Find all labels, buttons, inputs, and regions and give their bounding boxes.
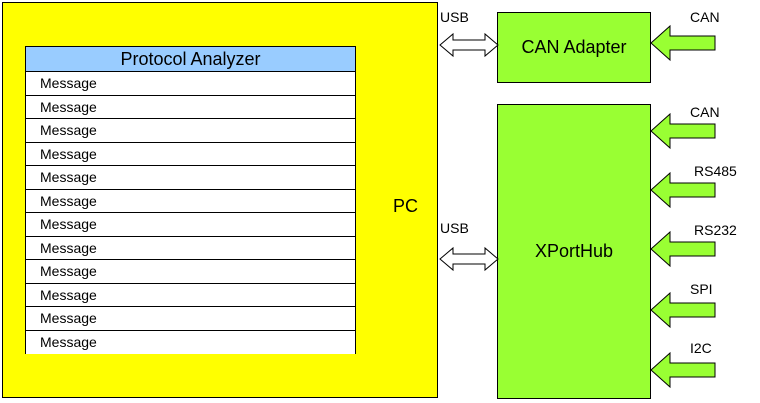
can-input-arrow-xporthub <box>650 112 716 150</box>
message-row: Message <box>26 260 355 284</box>
message-row: Message <box>26 166 355 190</box>
protocol-analyzer-title: Protocol Analyzer <box>26 47 355 72</box>
can-adapter-label: CAN Adapter <box>521 37 627 57</box>
usb-label-top: USB <box>440 9 469 25</box>
xporthub-input-label: RS485 <box>694 163 737 179</box>
can-adapter-input-label: CAN <box>690 9 720 25</box>
xporthub-input-label: CAN <box>690 104 720 120</box>
xporthub-input-label: SPI <box>690 281 713 297</box>
usb-label-bottom: USB <box>440 220 469 236</box>
message-row: Message <box>26 119 355 143</box>
message-row: Message <box>26 142 355 166</box>
xporthub-box: XPortHub <box>497 104 651 399</box>
message-row: Message <box>26 307 355 331</box>
message-row: Message <box>26 213 355 237</box>
message-row: Message <box>26 330 355 354</box>
usb-double-arrow-bottom <box>439 246 499 272</box>
xporthub-label: XPortHub <box>534 241 614 261</box>
i2c-input-arrow <box>650 351 716 389</box>
xporthub-input-label: I2C <box>690 340 712 356</box>
can-input-arrow <box>650 24 716 62</box>
can-adapter-box: CAN Adapter <box>497 12 651 83</box>
rs232-input-arrow <box>650 230 716 268</box>
rs485-input-arrow <box>650 171 716 209</box>
message-row: Message <box>26 95 355 119</box>
pc-label: PC <box>393 196 419 216</box>
usb-double-arrow-top <box>439 32 499 58</box>
message-row: Message <box>26 236 355 260</box>
message-row: Message <box>26 189 355 213</box>
spi-input-arrow <box>650 291 716 329</box>
message-row: Message <box>26 72 355 96</box>
message-row: Message <box>26 283 355 307</box>
xporthub-input-label: RS232 <box>694 222 737 238</box>
